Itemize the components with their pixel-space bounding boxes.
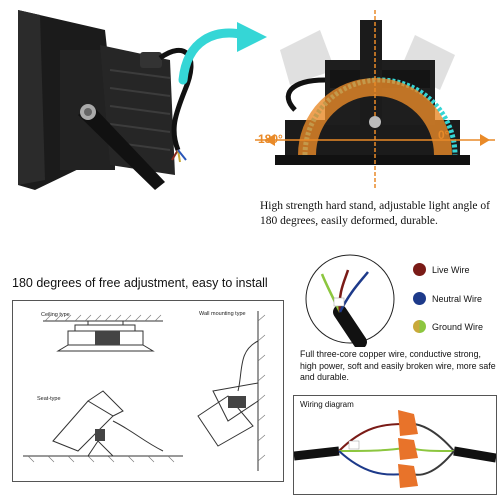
wall-type-label: Wall mounting type <box>199 311 246 317</box>
wiring-diagram-drawing <box>294 410 496 488</box>
top-caption: High strength hard stand, adjustable lig… <box>260 200 490 227</box>
live-wire-label: Live Wire <box>432 265 470 275</box>
adjustment-heading: 180 degrees of free adjustment, easy to … <box>12 276 268 290</box>
floodlight-side-photo <box>18 10 194 190</box>
seat-type-label: Seat-type <box>37 396 61 402</box>
angle-label-0: 0° <box>438 128 450 142</box>
wire-caption: Full three-core copper wire, conductive … <box>300 349 496 382</box>
ground-wire-label: Ground Wire <box>432 322 484 332</box>
wire-cable-illustration <box>305 254 395 347</box>
curved-arrow-icon <box>178 22 267 85</box>
wiring-diagram-title: Wiring diagram <box>300 400 354 409</box>
ceiling-type-label: Ceiling type <box>41 312 70 318</box>
neutral-wire-label: Neutral Wire <box>432 294 483 304</box>
wiring-diagram-panel: Wiring diagram <box>293 395 497 495</box>
angle-label-180: 180° <box>258 132 283 146</box>
angle-adjustment-photo <box>255 10 495 190</box>
ground-wire-swatch <box>413 320 426 333</box>
install-types-drawing <box>23 311 266 471</box>
install-types-panel: Ceiling type Wall mounting type Seat-typ… <box>12 300 284 482</box>
live-wire-swatch <box>413 263 426 276</box>
neutral-wire-swatch <box>413 292 426 305</box>
